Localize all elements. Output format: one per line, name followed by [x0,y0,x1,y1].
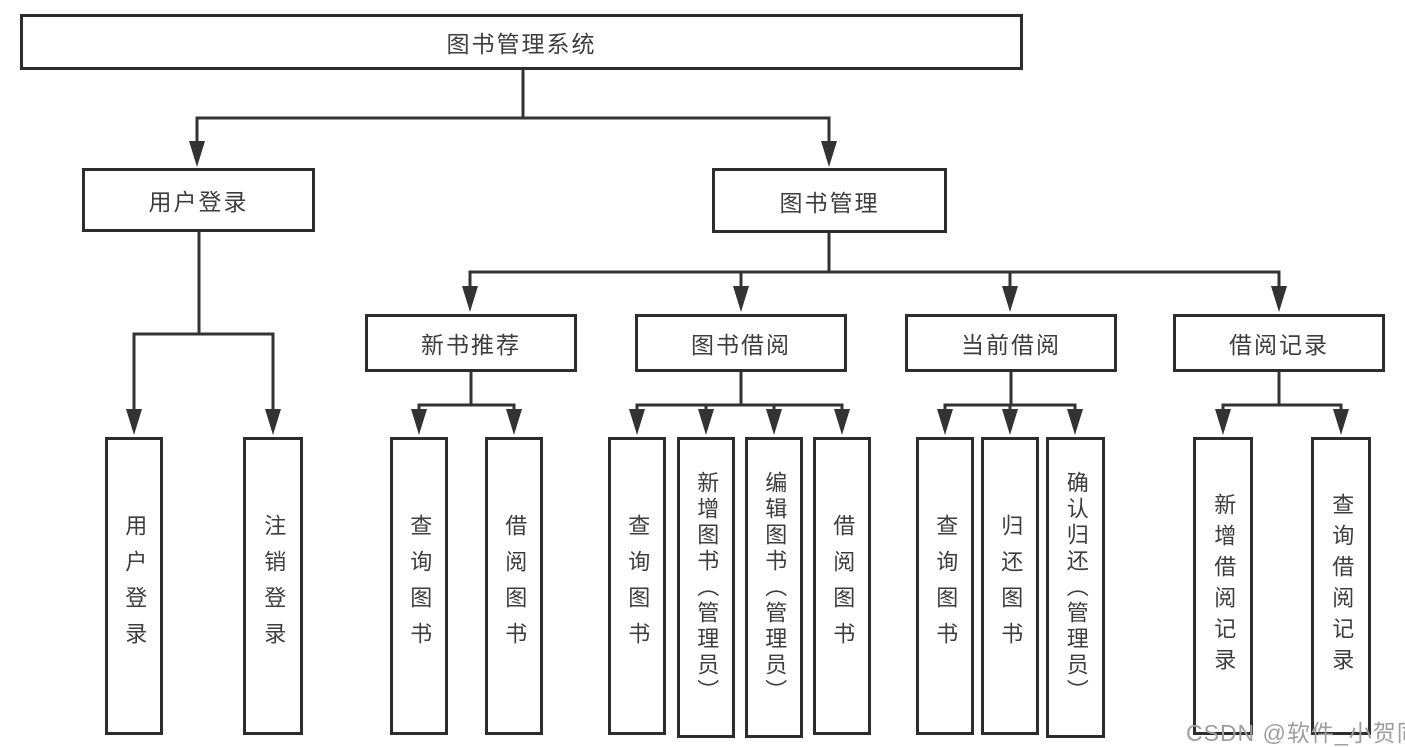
node-user-login: 用户登录 [82,168,315,232]
leaf-label: 借阅图书 [502,514,528,658]
leaf-bb-edit-books-admin: 编辑图书（管理员） [745,437,803,738]
node-borrow-records: 借阅记录 [1173,314,1385,372]
leaf-label: 查询借阅记录 [1329,493,1355,679]
arrowhead [1271,286,1287,312]
arrowhead [937,409,953,435]
node-label: 图书管理系统 [446,31,597,57]
connector-borrow-records-to-leaves [1215,370,1349,435]
connector-book-borrow-to-leaves [629,370,850,435]
node-label: 图书借阅 [691,332,791,358]
node-label: 当前借阅 [961,332,1061,358]
csdn-watermark: CSDN @软件_小贺同学 [1186,720,1405,746]
leaf-logout: 注销登录 [243,437,303,735]
node-current-borrow: 当前借阅 [905,314,1117,372]
connector-line [943,370,1077,414]
arrowhead [821,141,837,167]
leaf-label: 借阅图书 [830,514,856,658]
leaf-cb-confirm-return-admin: 确认归还（管理员） [1046,437,1105,738]
arrowhead [506,409,522,435]
leaf-bb-query-books: 查询图书 [608,437,666,735]
connector-user-login-to-leaves [126,230,281,435]
leaf-cb-return-books: 归还图书 [981,437,1039,735]
leaf-user-login: 用户登录 [105,437,163,735]
arrowhead [629,409,645,435]
connector-line [1221,370,1343,414]
arrowhead [265,409,281,435]
arrowhead [698,409,714,435]
leaf-bb-add-books-admin: 新增图书（管理员） [677,437,735,738]
connector-line [417,370,516,414]
connector-line [195,68,831,146]
arrowhead [1067,409,1083,435]
node-label: 新书推荐 [421,332,521,358]
connector-new-book-to-leaves [411,370,522,435]
connector-root-to-level2 [189,68,837,167]
leaf-label: 确认归还（管理员） [1063,470,1089,705]
node-book-borrow: 图书借阅 [635,314,847,372]
leaf-label: 用户登录 [122,514,148,658]
arrowhead [1215,409,1231,435]
node-new-book-recommend: 新书推荐 [365,314,577,372]
arrowhead [1002,409,1018,435]
connector-current-borrow-to-leaves [937,370,1083,435]
connector-line [635,370,844,414]
node-root: 图书管理系统 [20,14,1023,70]
node-book-management: 图书管理 [712,168,947,233]
leaf-bb-borrow-books: 借阅图书 [813,437,871,735]
arrowhead [1333,409,1349,435]
arrowhead [126,409,142,435]
leaf-cb-query-books: 查询图书 [916,437,974,735]
arrowhead [733,286,749,312]
node-label: 用户登录 [148,189,249,215]
leaf-label: 查询图书 [933,514,959,658]
leaf-nb-borrow-books: 借阅图书 [485,437,543,735]
leaf-label: 新增图书（管理员） [694,470,720,705]
leaf-label: 归还图书 [998,514,1024,658]
leaf-br-query-record: 查询借阅记录 [1311,437,1371,735]
arrowhead [1002,286,1018,312]
connector-line [132,230,275,414]
arrowhead [834,409,850,435]
arrowhead [411,409,427,435]
leaf-nb-query-books: 查询图书 [390,437,448,735]
leaf-label: 查询图书 [625,514,651,658]
arrowhead [462,286,478,312]
node-label: 图书管理 [779,189,880,216]
leaf-label: 新增借阅记录 [1211,493,1237,679]
leaf-label: 注销登录 [261,514,287,658]
arrowhead [766,409,782,435]
leaf-br-add-record: 新增借阅记录 [1193,437,1253,735]
connector-book-management-to-level3 [462,231,1287,312]
connector-line [468,231,1281,291]
arrowhead [189,141,205,167]
node-label: 借阅记录 [1229,332,1329,358]
leaf-label: 编辑图书（管理员） [762,470,788,705]
leaf-label: 查询图书 [407,514,433,658]
